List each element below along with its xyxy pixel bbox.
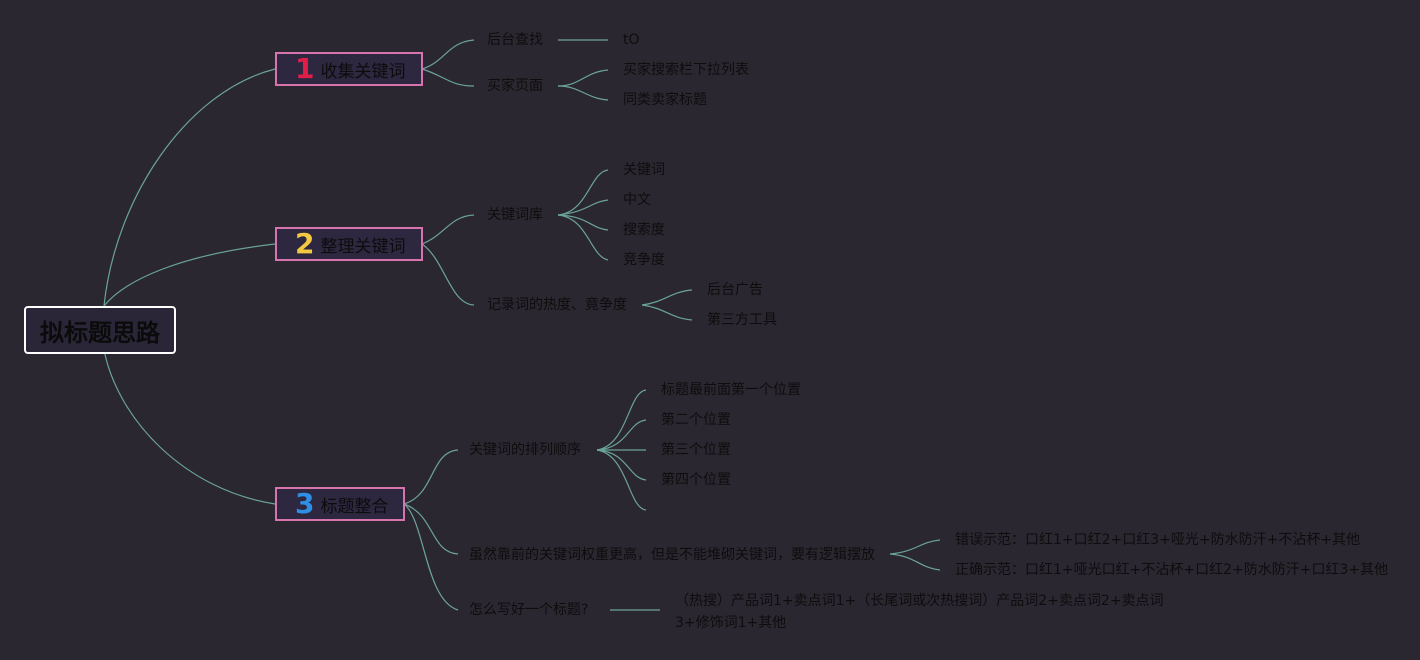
subtopic-backend-search[interactable]: 后台查找: [487, 32, 543, 48]
subtopic-how-to-write[interactable]: 怎么写好一个标题?: [469, 602, 589, 618]
leaf-node[interactable]: 第三方工具: [707, 312, 777, 328]
leaf-node[interactable]: 关键词: [623, 162, 665, 178]
leaf-node[interactable]: 搜索度: [623, 222, 665, 238]
number-one-icon: 1: [295, 52, 315, 85]
subtopic-keyword-order[interactable]: 关键词的排列顺序: [469, 442, 581, 458]
leaf-node[interactable]: （热搜）产品词1+卖点词1+（长尾词或次热搜词）产品词2+卖点词2+卖点词3+修…: [675, 593, 1164, 631]
subtopic-keyword-library[interactable]: 关键词库: [487, 207, 543, 223]
leaf-node[interactable]: 正确示范：口红1+哑光口红+不沾杯+口红2+防水防汗+口红3+其他: [955, 562, 1389, 578]
topic-organize-keywords[interactable]: 2 整理关键词: [275, 227, 423, 261]
subtopic-buyer-page[interactable]: 买家页面: [487, 78, 543, 94]
leaf-node[interactable]: 第四个位置: [661, 472, 731, 488]
topic-label: 收集关键词: [320, 61, 406, 82]
subtopic-logical-order[interactable]: 虽然靠前的关键词权重更高，但是不能堆砌关键词，要有逻辑摆放: [469, 547, 875, 563]
leaf-node[interactable]: tO: [623, 32, 640, 48]
topic-collect-keywords[interactable]: 1 收集关键词: [275, 52, 423, 86]
leaf-node[interactable]: 中文: [623, 192, 651, 208]
subtopic-record-heat[interactable]: 记录词的热度、竟争度: [487, 297, 627, 313]
leaf-node[interactable]: 第三个位置: [661, 442, 731, 458]
leaf-node[interactable]: 标题最前面第一个位置: [661, 382, 801, 398]
topic-title-integration[interactable]: 3 标题整合: [275, 487, 405, 521]
leaf-node[interactable]: 竞争度: [623, 252, 665, 268]
leaf-node[interactable]: 错误示范：口红1+口红2+口红3+哑光+防水防汗+不沾杯+其他: [955, 532, 1361, 548]
leaf-node[interactable]: 第二个位置: [661, 412, 731, 428]
topic-label: 标题整合: [320, 496, 389, 517]
leaf-node[interactable]: 同类卖家标题: [623, 92, 707, 108]
leaf-node[interactable]: 买家搜索栏下拉列表: [623, 62, 749, 78]
topic-label: 整理关键词: [320, 236, 406, 257]
leaf-node[interactable]: 后台广告: [707, 282, 763, 298]
number-two-icon: 2: [295, 227, 315, 260]
root-topic[interactable]: 拟标题思路: [24, 306, 176, 354]
number-three-icon: 3: [295, 487, 315, 520]
